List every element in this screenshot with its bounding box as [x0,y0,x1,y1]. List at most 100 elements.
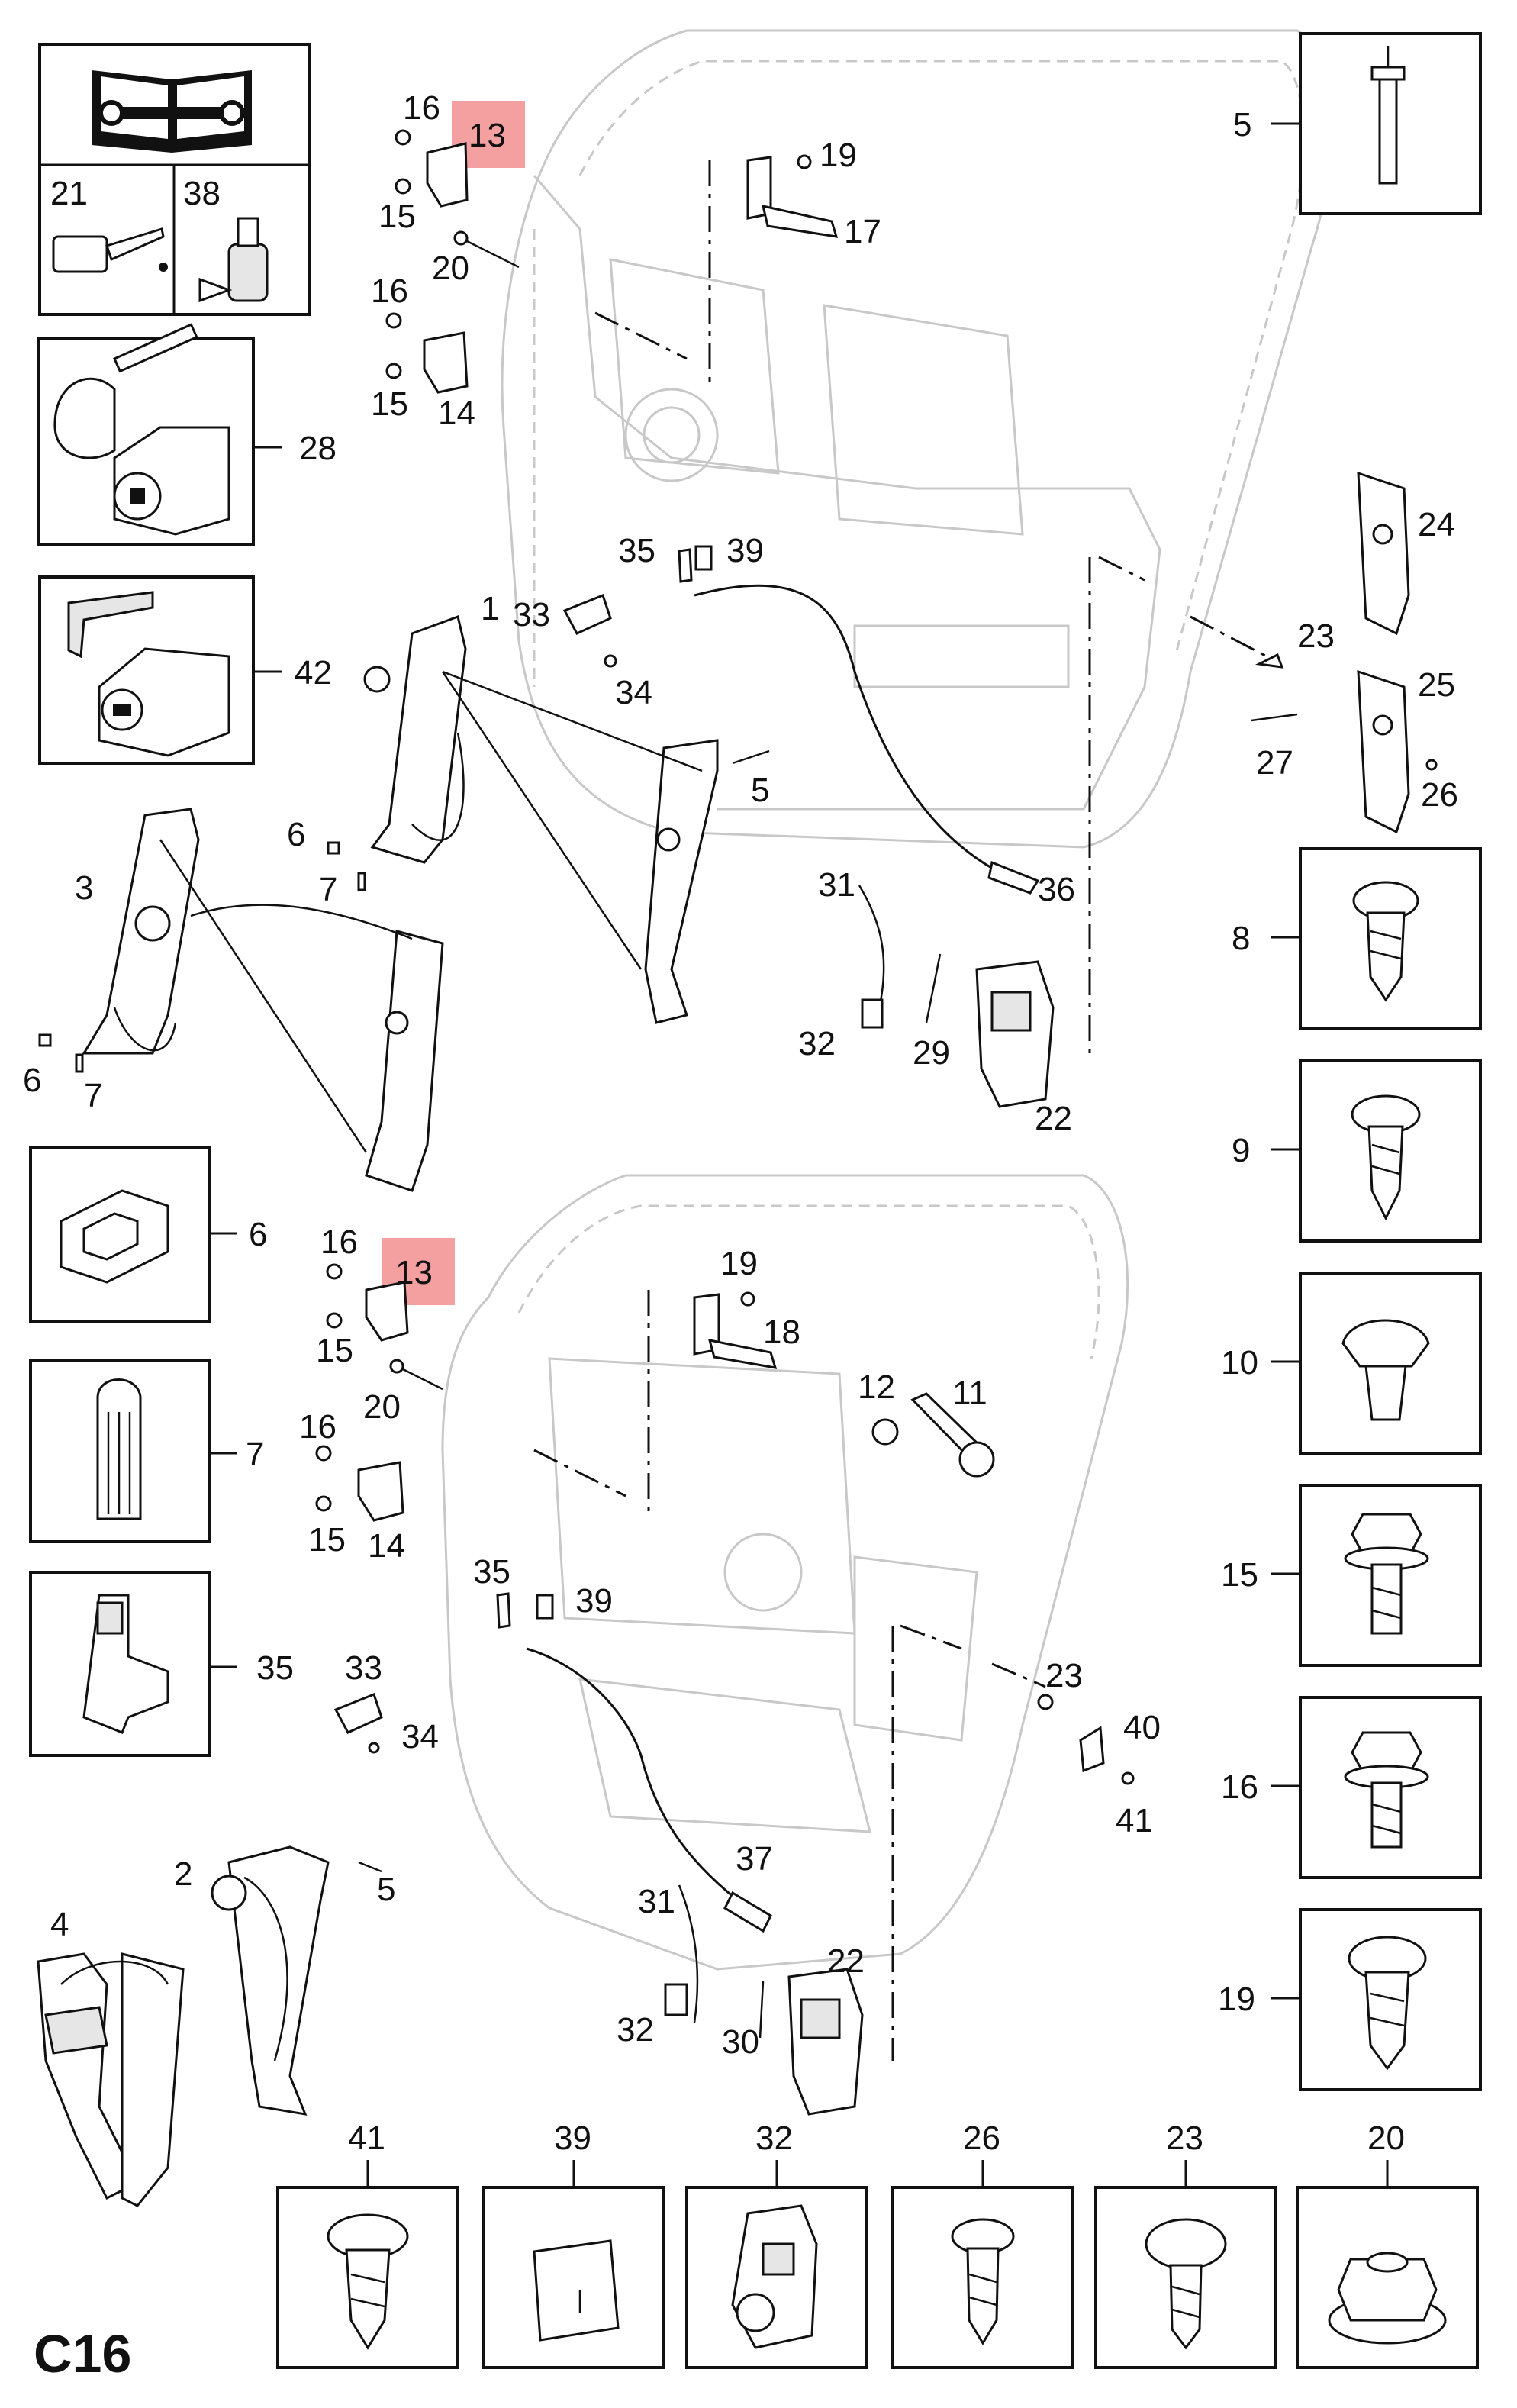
rear-lower-hinge [315,1445,404,1522]
rear-bracket-40 [1079,1726,1105,1773]
callout-39: 39 [726,532,764,569]
callout-6: 6 [287,816,305,853]
torx-screw-icon [1351,1094,1421,1221]
callout-11: 11 [952,1375,987,1412]
rear-screw-23 [1037,1694,1054,1710]
panel-key-42: 42 [38,575,332,765]
bracket-icon [82,1594,169,1734]
front-dash-4 [1098,556,1145,582]
callout-33: 33 [345,1649,382,1687]
callout-16: 16 [320,1223,358,1261]
front-part-34 [604,654,617,668]
callout-19: 19 [720,1245,758,1282]
tool-legend: 21 38 [38,43,311,316]
panel-rivet-5: 5 [1233,32,1482,215]
front-door-outline [501,29,1331,849]
callout-26-bottom: 26 [963,2119,1000,2157]
front-screw-27 [1251,713,1298,722]
front-check-strap [746,154,839,238]
callout-31: 31 [818,866,855,904]
rear-callouts: 16 13 15 20 16 15 14 19 18 12 11 35 39 3… [50,1223,1161,2061]
callout-23: 23 [1297,617,1335,655]
rear-clip-32 [664,1983,688,2016]
front-dash-5 [1190,615,1267,658]
callout-18: 18 [763,1314,800,1351]
callout-34: 34 [401,1718,439,1755]
front-rod-31 [858,885,885,1016]
panel-screw-23: 23 [1094,2119,1277,2369]
countersunk-screw-icon [1348,1936,1427,2071]
callout-13-rear: 13 [395,1254,433,1291]
callout-7: 7 [84,1077,102,1114]
front-part-7a [357,872,366,891]
callout-15: 15 [371,385,408,423]
front-part-35 [678,548,693,583]
front-cable-end [987,860,1040,895]
callout-6: 6 [23,1062,41,1099]
front-upper-hinge [395,129,520,269]
panel-screw-26: 26 [891,2119,1074,2369]
rear-part-39 [536,1594,554,1620]
callout-29: 29 [913,1034,950,1072]
callout-31: 31 [638,1883,675,1920]
hex-bolt-icon [1344,1731,1429,1849]
rear-dash-5 [991,1662,1046,1688]
front-striker-24 [1357,471,1410,636]
panel-screw-9: 9 [1232,1059,1482,1243]
panel-pad-39: 39 [482,2119,665,2369]
callout-15: 15 [1221,1556,1258,1594]
callout-4: 4 [50,1906,69,1943]
key-blade-icon [67,591,154,659]
front-callouts: 16 13 15 20 16 15 14 19 17 35 39 1 33 34… [23,89,1458,1137]
callout-14: 14 [438,395,475,432]
callout-35: 35 [256,1649,294,1687]
rear-rod-31 [678,1884,699,2023]
pan-screw-icon [951,2218,1015,2345]
callout-35: 35 [618,532,655,569]
rear-cable-end [723,1891,772,1933]
callout-16: 16 [403,89,440,127]
push-clip-icon [1341,1319,1430,1421]
callout-26: 26 [1421,776,1458,814]
rear-upper-hinge [326,1263,443,1391]
panel-screw-8: 8 [1232,847,1482,1030]
rear-window-regulator [211,1845,330,2116]
grease-tube-icon [198,217,269,303]
callout-5: 5 [751,772,769,809]
panel-clip-10: 10 [1221,1272,1482,1455]
rear-dash-4 [900,1624,962,1650]
callout-32: 32 [617,2011,654,2049]
callout-36: 36 [1038,871,1075,908]
clip-icon [60,1189,169,1284]
lock-cylinder-icon [113,426,230,536]
rear-pin-5 [358,1861,382,1873]
legend-item-grease: 38 [183,175,221,212]
callout-2: 2 [174,1855,192,1893]
panel-nut-20: 20 [1296,2119,1479,2369]
foam-pad-icon [533,2239,620,2342]
callout-19: 19 [1218,1981,1255,2018]
front-window-regulator-2 [82,808,444,1192]
callout-5: 5 [1233,106,1251,143]
callout-3: 3 [75,869,93,907]
callout-14: 14 [368,1527,405,1565]
callout-30: 30 [722,2023,759,2061]
rear-handle-33 [333,1693,383,1734]
callout-35: 35 [473,1553,510,1591]
callout-12: 12 [858,1368,895,1406]
callout-15: 15 [378,198,416,235]
callout-25: 25 [1418,666,1455,704]
callout-22: 22 [827,1942,865,1980]
callout-37: 37 [736,1840,773,1878]
lock-housing-icon [731,2204,818,2349]
rear-dash-2 [533,1449,626,1497]
callout-39-bottom: 39 [554,2119,591,2157]
callout-9: 9 [1232,1132,1250,1169]
callout-33: 33 [513,596,550,633]
callout-22: 22 [1035,1100,1072,1137]
callout-42: 42 [295,654,332,691]
callout-20: 20 [432,250,469,287]
hex-bolt-icon [1344,1513,1429,1635]
callout-41-bottom: 41 [348,2119,385,2157]
front-striker-25 [1357,669,1410,834]
